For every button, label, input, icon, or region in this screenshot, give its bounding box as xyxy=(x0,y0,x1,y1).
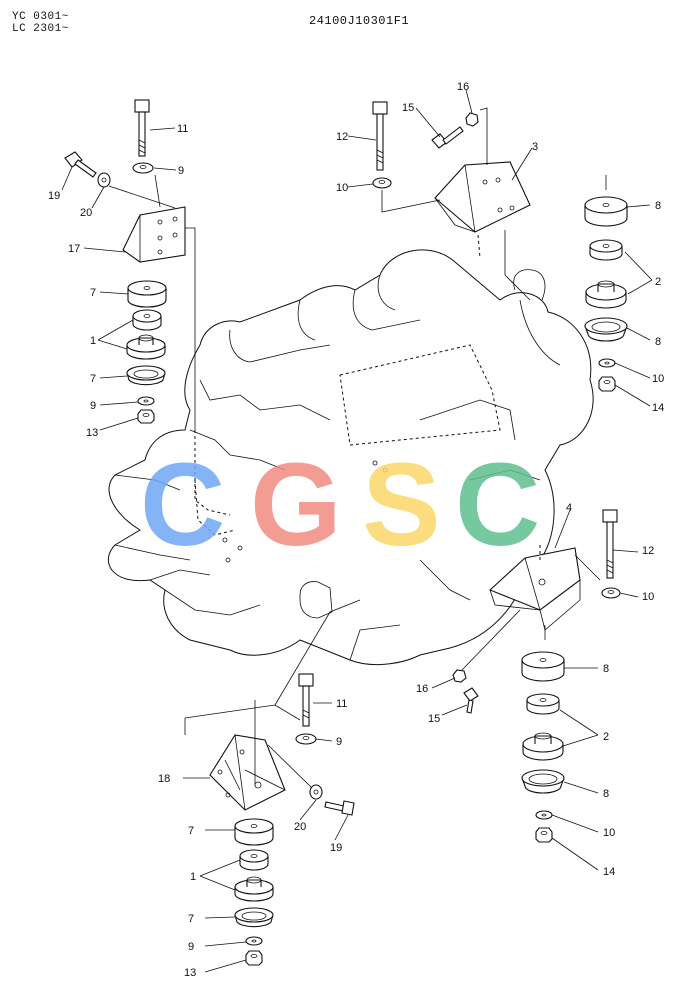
serial-range-lc: LC 2301~ xyxy=(12,23,69,35)
callout-washer-20-bottom: 20 xyxy=(294,821,306,833)
callout-bolt-12-top: 12 xyxy=(336,131,348,143)
watermark-letter-c1: C xyxy=(140,439,225,571)
callout-washer-10-b: 10 xyxy=(603,827,615,839)
callout-bolt-11-top: 11 xyxy=(177,123,188,135)
callout-nut-14-a: 14 xyxy=(652,402,664,414)
callout-bracket-3: 3 xyxy=(532,141,538,153)
callout-bracket-4: 4 xyxy=(566,502,572,514)
callout-bracket-17: 17 xyxy=(68,243,80,255)
callout-washer-10-a: 10 xyxy=(652,373,664,385)
callout-bolt-15-top: 15 xyxy=(402,102,414,114)
mount-stack-top-left xyxy=(64,99,231,516)
callout-bolt-12-right: 12 xyxy=(642,545,654,557)
callout-nut-13-a: 13 xyxy=(86,427,98,439)
callout-nut-13-b: 13 xyxy=(184,967,196,979)
callout-cushion-2-b: 2 xyxy=(603,731,609,743)
callout-cushion-7-c: 7 xyxy=(188,825,194,837)
mount-top-center xyxy=(372,101,531,301)
callout-labels: 11 9 19 20 17 7 1 7 9 13 12 15 16 3 10 8… xyxy=(48,81,664,979)
callout-cushion-8-a: 8 xyxy=(655,200,661,212)
callout-washer-9-b: 9 xyxy=(188,941,194,953)
mount-stack-right-lower xyxy=(521,651,565,843)
callout-cushion-1-b: 1 xyxy=(190,871,196,883)
mount-stack-bottom-left xyxy=(184,599,361,966)
cgsc-watermark: C G S C xyxy=(140,439,540,571)
callout-cushion-8-b: 8 xyxy=(655,336,661,348)
callout-cushion-8-c: 8 xyxy=(603,663,609,675)
callout-washer-10-right: 10 xyxy=(642,591,654,603)
callout-bolt-19-bottom: 19 xyxy=(330,842,342,854)
callout-cushion-7-b: 7 xyxy=(90,373,96,385)
callout-nut-16-top: 16 xyxy=(457,81,469,93)
callout-washer-10-top: 10 xyxy=(336,182,348,194)
callout-washer-9-bottom: 9 xyxy=(336,736,342,748)
callout-washer-9-a: 9 xyxy=(90,400,96,412)
callout-bracket-18: 18 xyxy=(158,773,170,785)
callout-nut-14-b: 14 xyxy=(603,866,615,878)
callout-nut-16-right: 16 xyxy=(416,683,428,695)
callout-cushion-1-a: 1 xyxy=(90,335,96,347)
serial-range-yc: YC 0301~ xyxy=(12,11,69,23)
engine-outline xyxy=(107,249,594,665)
callout-cushion-7-d: 7 xyxy=(188,913,194,925)
callout-washer-20-top: 20 xyxy=(80,207,92,219)
callout-bolt-11-bottom: 11 xyxy=(336,698,347,710)
callout-cushion-8-d: 8 xyxy=(603,788,609,800)
callout-washer-9-top: 9 xyxy=(178,165,184,177)
watermark-letter-s: S xyxy=(362,439,441,571)
callout-bolt-19-top: 19 xyxy=(48,190,60,202)
leader-lines xyxy=(61,89,653,973)
callout-cushion-2-a: 2 xyxy=(655,276,661,288)
watermark-letter-c2: C xyxy=(455,439,540,571)
mount-stack-top-right xyxy=(584,175,628,392)
callout-cushion-7-a: 7 xyxy=(90,287,96,299)
diagram-part-number: 24100J10301F1 xyxy=(309,14,410,28)
callout-bolt-15-right: 15 xyxy=(428,713,440,725)
watermark-letter-g: G xyxy=(250,439,342,571)
